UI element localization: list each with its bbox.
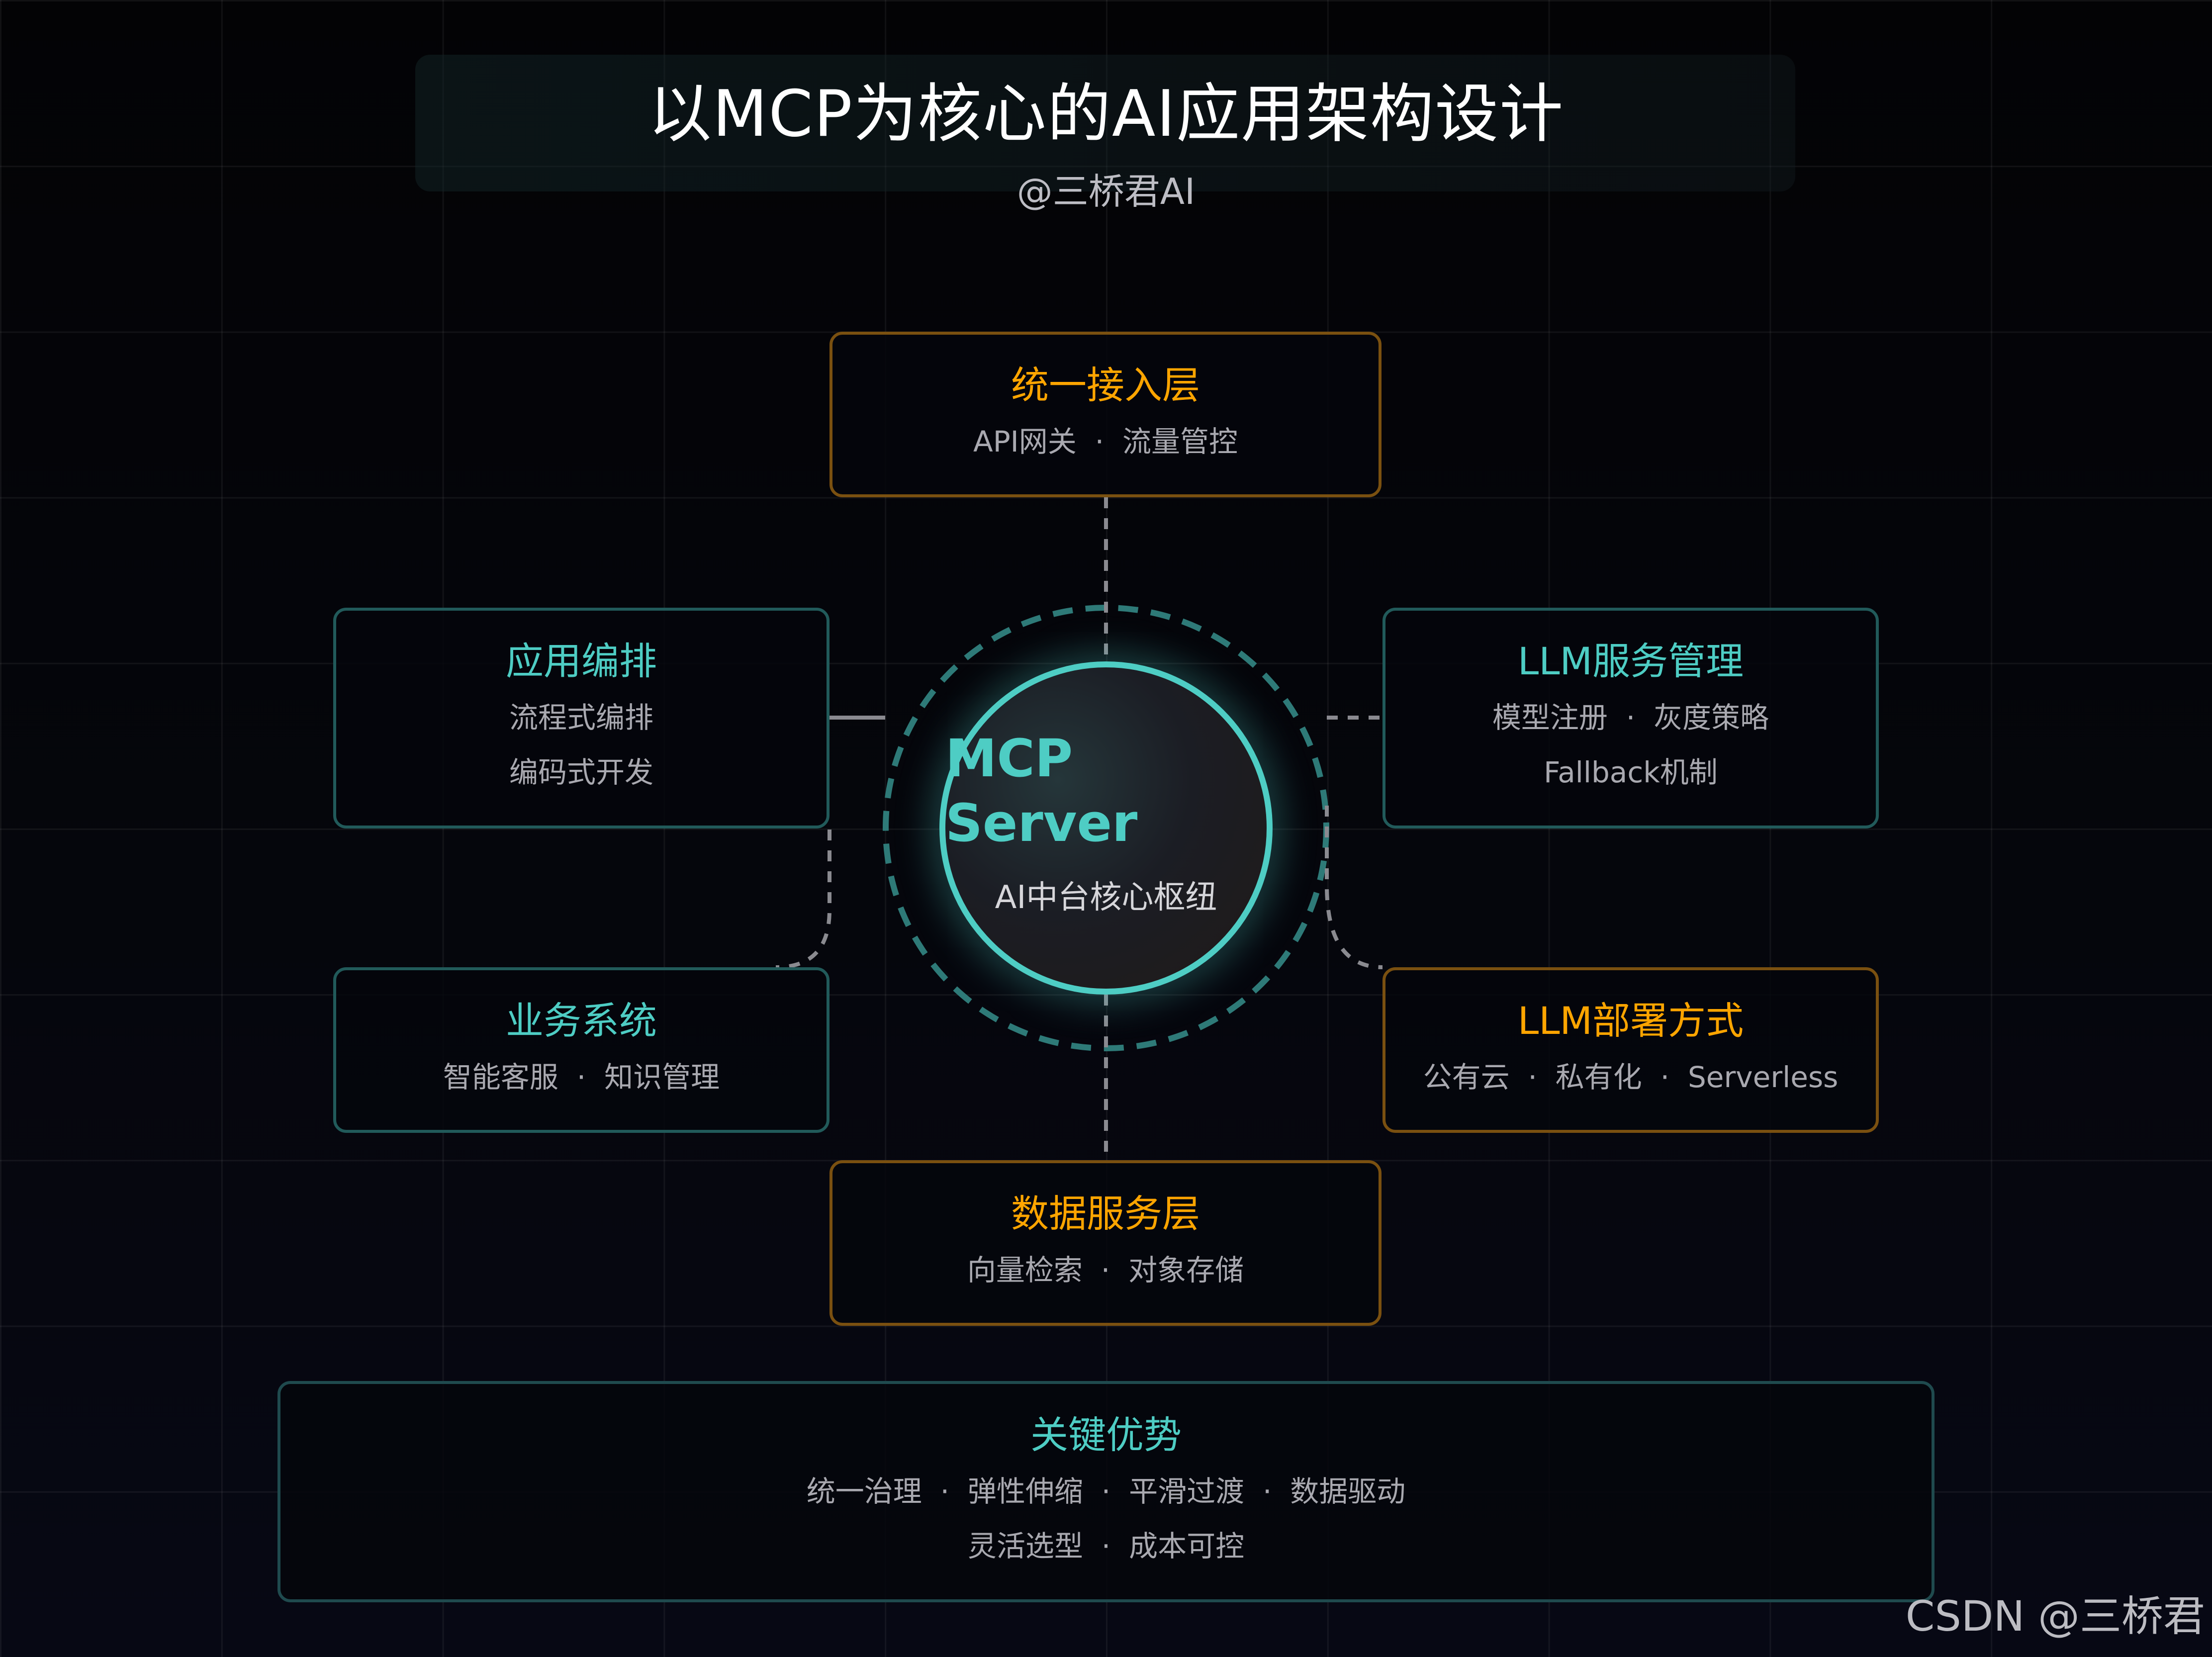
- mcp-server-hub: MCP Server AI中台核心枢纽: [885, 607, 1327, 1049]
- node-business-systems: 业务系统 智能客服 · 知识管理: [333, 967, 830, 1133]
- hub-subtitle: AI中台核心枢纽: [995, 879, 1217, 916]
- node-title: 统一接入层: [1011, 363, 1200, 407]
- connector-right-curve: [1325, 806, 1383, 969]
- node-title: 数据服务层: [1011, 1191, 1200, 1236]
- node-detail: Fallback机制: [1544, 755, 1718, 789]
- connector-left-curve: [775, 829, 831, 969]
- title-panel: [415, 55, 1795, 191]
- node-detail: 流程式编排: [509, 701, 653, 735]
- node-detail: 向量检索 · 对象存储: [967, 1253, 1244, 1287]
- node-data-service-layer: 数据服务层 向量检索 · 对象存储: [830, 1160, 1382, 1326]
- node-title: 应用编排: [506, 639, 657, 683]
- page-title: 以MCP为核心的AI应用架构设计: [647, 77, 1565, 151]
- node-llm-deployment: LLM部署方式 公有云 · 私有化 · Serverless: [1382, 967, 1879, 1133]
- advantages-line: 统一治理 · 弹性伸缩 · 平滑过渡 · 数据驱动: [806, 1474, 1406, 1508]
- node-llm-service-management: LLM服务管理 模型注册 · 灰度策略 Fallback机制: [1382, 608, 1879, 828]
- node-detail: 模型注册 · 灰度策略: [1492, 701, 1769, 735]
- watermark: CSDN @三桥君: [1905, 1592, 2205, 1641]
- node-unified-access-layer: 统一接入层 API网关 · 流量管控: [830, 332, 1382, 497]
- node-detail: API网关 · 流量管控: [973, 424, 1238, 459]
- node-app-orchestration: 应用编排 流程式编排 编码式开发: [333, 608, 830, 828]
- node-detail: 编码式开发: [509, 755, 653, 789]
- node-detail: 公有云 · 私有化 · Serverless: [1423, 1060, 1839, 1094]
- node-title: 业务系统: [506, 998, 657, 1043]
- hub-title: MCP Server: [945, 728, 1138, 853]
- page-subtitle: @三桥君AI: [1016, 171, 1196, 212]
- key-advantages-panel: 关键优势 统一治理 · 弹性伸缩 · 平滑过渡 · 数据驱动 灵活选型 · 成本…: [277, 1381, 1935, 1602]
- node-detail: 智能客服 · 知识管理: [443, 1060, 720, 1094]
- node-title: LLM服务管理: [1517, 639, 1744, 683]
- hub-circle: MCP Server AI中台核心枢纽: [939, 661, 1273, 995]
- advantages-title: 关键优势: [1030, 1412, 1182, 1457]
- node-title: LLM部署方式: [1517, 998, 1744, 1043]
- advantages-line: 灵活选型 · 成本可控: [967, 1529, 1245, 1563]
